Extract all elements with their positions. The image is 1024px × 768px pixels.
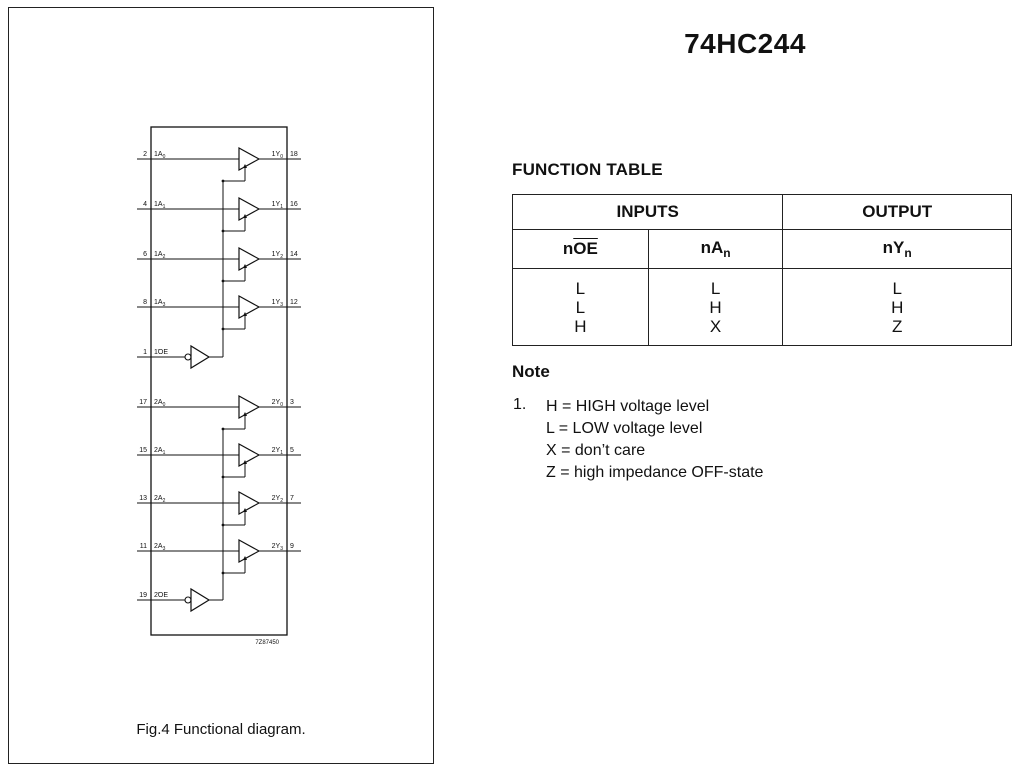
enable-arrow — [243, 556, 247, 560]
pin-label: 2Y1 — [272, 447, 284, 456]
figure-caption: Fig.4 Functional diagram. — [136, 721, 306, 738]
pin-label: 1A0 — [154, 151, 166, 160]
output-header: OUTPUT — [782, 194, 1012, 230]
buffer-triangle — [238, 146, 261, 172]
enable-label: 1OE — [154, 349, 168, 356]
pin-label: 2A3 — [154, 543, 166, 552]
pin-number: 18 — [290, 151, 298, 158]
table-cell: L — [710, 278, 721, 298]
enable-label: 2OE — [154, 592, 168, 599]
pin-number: 4 — [143, 201, 147, 208]
table-cell: L — [892, 278, 902, 298]
function-table-heading: FUNCTION TABLE — [512, 160, 663, 179]
pin-label: 2Y2 — [272, 495, 284, 504]
drawing-code: 7Z87450 — [255, 640, 279, 646]
pin-number: 16 — [290, 201, 298, 208]
pin-number: 14 — [290, 251, 298, 258]
enable-arrow — [243, 312, 247, 316]
col-noe-header: nOE — [512, 229, 649, 269]
buffer-triangle — [238, 490, 261, 516]
pin-number: 7 — [290, 495, 294, 502]
pin-number: 1 — [143, 349, 147, 356]
table-cell: H — [709, 297, 722, 317]
note-line: L = LOW voltage level — [546, 420, 703, 437]
pin-number: 12 — [290, 299, 298, 306]
pin-number: 11 — [140, 543, 147, 550]
pin-number: 13 — [139, 495, 147, 502]
pin-number: 2 — [143, 151, 147, 158]
table-cell: L — [575, 297, 586, 317]
inverter-bubble — [184, 353, 192, 361]
buffer-triangle — [238, 394, 261, 420]
pin-number: 19 — [139, 592, 147, 599]
junction-dot — [221, 229, 225, 233]
buffer-triangle — [238, 442, 261, 468]
enable-arrow — [243, 214, 247, 218]
pin-number: 5 — [290, 447, 294, 454]
junction-dot — [221, 571, 225, 575]
pin-label: 1Y0 — [272, 151, 284, 160]
table-cell: H — [574, 316, 587, 336]
enable-arrow — [243, 264, 247, 268]
junction-dot — [221, 179, 225, 183]
pin-label: 1A2 — [154, 251, 166, 260]
pin-label: 2Y0 — [272, 399, 284, 408]
pin-label: 2A0 — [154, 399, 166, 408]
junction-dot — [221, 279, 225, 283]
pin-label: 1A1 — [154, 201, 166, 210]
note-line: Z = high impedance OFF-state — [546, 464, 764, 481]
table-cell: Z — [892, 316, 903, 336]
document-title: 74HC244 — [684, 28, 806, 59]
buffer-triangle — [238, 196, 261, 222]
col-ny-values: L H Z — [782, 268, 1012, 346]
col-na-header: nAn — [647, 229, 784, 269]
pin-number: 15 — [139, 447, 147, 454]
enable-arrow — [243, 508, 247, 512]
pin-number: 17 — [139, 399, 147, 406]
ic-outline — [150, 126, 288, 636]
inputs-header: INPUTS — [511, 194, 784, 230]
pin-number: 3 — [290, 399, 294, 406]
note-list: H = HIGH voltage level L = LOW voltage l… — [546, 396, 763, 484]
pin-label: 2A2 — [154, 495, 166, 504]
enable-buffer-triangle — [190, 344, 211, 370]
enable-buffer-triangle — [190, 587, 211, 613]
col-ny-header: nYn — [782, 229, 1012, 269]
pin-label: 2A1 — [154, 447, 166, 456]
buffer-triangle — [238, 246, 261, 272]
pin-number: 6 — [143, 251, 147, 258]
note-heading: Note — [512, 362, 550, 381]
pin-number: 9 — [290, 543, 294, 550]
pin-label: 1Y2 — [272, 251, 284, 260]
note-line: H = HIGH voltage level — [546, 398, 710, 415]
table-cell: H — [891, 297, 904, 317]
pin-label: 1A3 — [154, 299, 166, 308]
pin-label: 2Y3 — [272, 543, 284, 552]
function-table: INPUTS OUTPUT nOE nAn nYn L L H L H X L … — [511, 194, 1012, 346]
note-number: 1. — [513, 396, 527, 413]
pin-label: 1Y1 — [272, 201, 284, 210]
inverter-bubble — [184, 596, 192, 604]
buffer-triangle — [238, 538, 261, 564]
col-noe-values: L L H — [512, 268, 649, 346]
pin-label: 1Y3 — [272, 299, 284, 308]
junction-dot — [221, 427, 225, 431]
junction-dot — [221, 475, 225, 479]
junction-dot — [221, 523, 225, 527]
note-line: X = don’t care — [546, 442, 646, 459]
enable-arrow — [243, 412, 247, 416]
buffer-triangle — [238, 294, 261, 320]
table-cell: X — [709, 316, 722, 336]
enable-arrow — [243, 460, 247, 464]
enable-arrow — [243, 164, 247, 168]
pin-number: 8 — [143, 299, 147, 306]
col-na-values: L H X — [647, 268, 784, 346]
table-cell: L — [575, 278, 586, 298]
junction-dot — [221, 327, 225, 331]
